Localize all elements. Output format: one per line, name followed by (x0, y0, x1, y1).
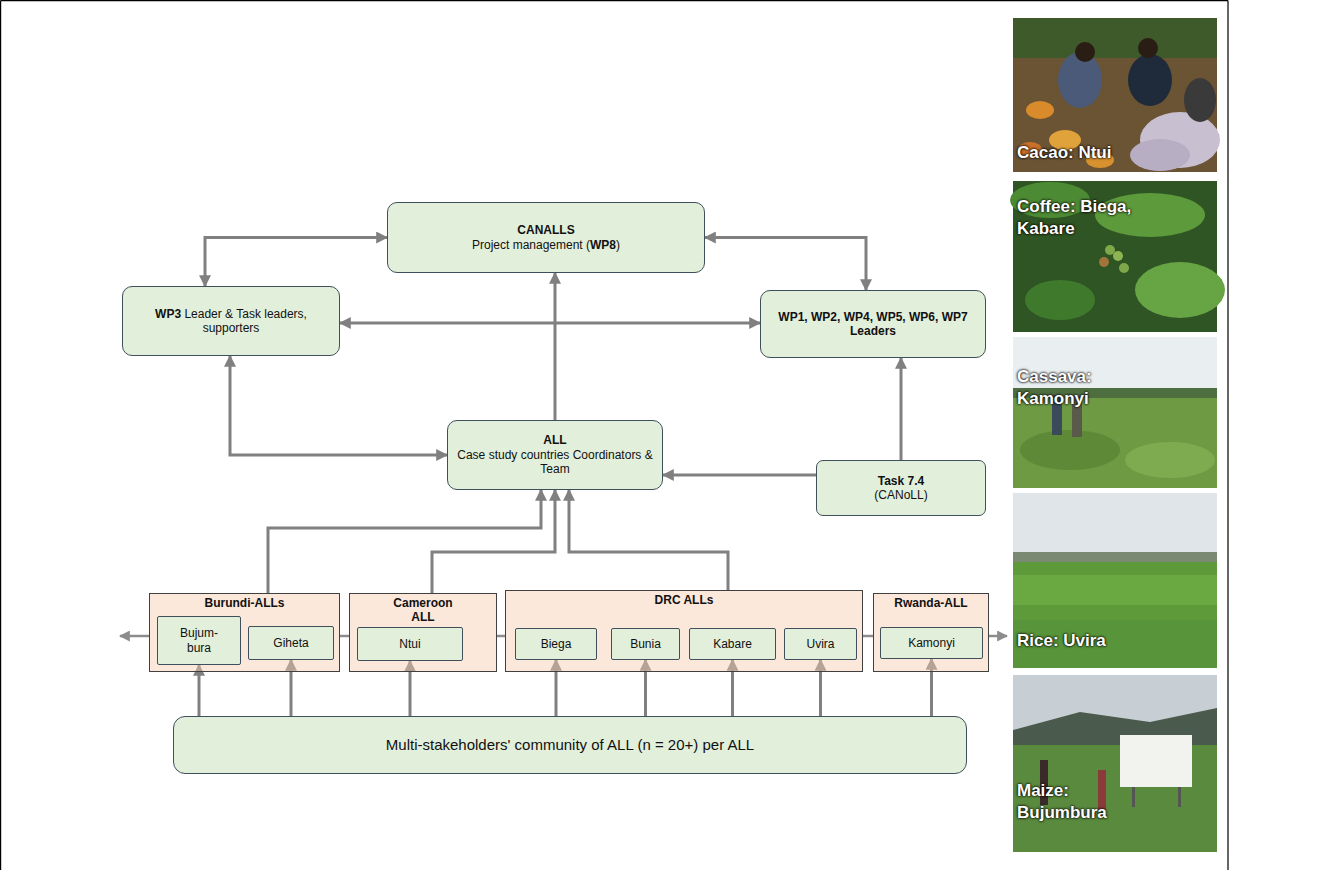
living-lab-site: Biega (515, 628, 597, 660)
photo-rice (1013, 493, 1217, 668)
photo-cassava (1013, 337, 1217, 488)
box-label: ALL (543, 433, 566, 447)
country-group: Burundi-ALLsBujum- bura Giheta (149, 593, 340, 672)
group-heading: Rwanda-ALL (874, 594, 988, 611)
photo-cacao (1013, 18, 1220, 172)
country-group: DRC ALLsBiega Bunia Kabare Uvira (505, 590, 863, 672)
work-package-box: WP3 Leader & Task leaders, supporters (122, 286, 340, 356)
photo-caption: Maize: Bujumbura (1017, 780, 1127, 824)
living-lab-site: Giheta (248, 626, 334, 660)
connector-arrow (569, 490, 728, 590)
box-label: Task 7.4 (878, 474, 924, 488)
community-box: Multi-stakeholders' community of ALL (n … (173, 716, 967, 774)
connector-arrow (554, 273, 557, 420)
work-package-box: WP1, WP2, WP4, WP5, WP6, WP7 Leaders (760, 290, 986, 358)
photo-caption: Cassava: Kamonyi (1017, 366, 1117, 410)
box-label: Bunia (630, 637, 661, 651)
living-lab-box: ALLCase study countries Coordinators & T… (447, 420, 663, 490)
photo-caption: Rice: Uvira (1017, 630, 1167, 652)
photo-caption: Coffee: Biega, Kabare (1017, 196, 1157, 240)
box-subtext: Case study countries Coordinators & Team (454, 448, 656, 477)
box-label: Multi-stakeholders' community of ALL (n … (386, 736, 754, 754)
living-lab-site: Uvira (784, 628, 857, 660)
group-heading: Burundi-ALLs (150, 594, 339, 611)
connector-arrow (900, 358, 903, 460)
box-label: Biega (541, 637, 572, 651)
living-lab-site: Kamonyi (880, 627, 983, 659)
box-label: Kamonyi (908, 636, 955, 650)
living-lab-site: Bunia (611, 628, 680, 660)
box-label: CANALLS (517, 223, 574, 237)
photo-maize (1013, 675, 1217, 852)
living-lab-site: Kabare (689, 628, 776, 660)
connector-arrow (663, 474, 816, 477)
connector-arrow (230, 356, 447, 455)
box-subtext: Project management (WP8) (472, 238, 620, 252)
frame (1, 1, 1228, 870)
box-label: Ntui (399, 637, 420, 651)
connector-arrow (268, 490, 541, 593)
task-box: Task 7.4(CANoLL) (816, 460, 986, 516)
connector-arrow (205, 238, 387, 287)
connector-arrow (198, 665, 201, 716)
group-heading: DRC ALLs (506, 591, 862, 608)
country-group: Rwanda-ALL Kamonyi (873, 593, 989, 672)
box-label: Bujum- bura (174, 626, 224, 655)
country-group: Cameroon ALL Ntui (349, 593, 497, 672)
box-label: Kabare (713, 637, 752, 651)
living-lab-site: Ntui (357, 627, 463, 661)
group-heading: Cameroon ALL (387, 594, 459, 625)
box-label: WP1, WP2, WP4, WP5, WP6, WP7 Leaders (767, 310, 979, 339)
box-label: WP3 Leader & Task leaders, supporters (129, 307, 333, 336)
photo-coffee (1010, 181, 1225, 332)
box-subtext: (CANoLL) (874, 488, 927, 502)
connector-arrow (705, 238, 866, 291)
box-label: Giheta (273, 636, 308, 650)
connector-arrow (340, 322, 760, 325)
management-box: CANALLSProject management (WP8) (387, 202, 705, 273)
photo-caption: Cacao: Ntui (1017, 142, 1217, 164)
living-lab-site: Bujum- bura (157, 616, 241, 665)
box-label: Uvira (806, 637, 834, 651)
connector-arrow (432, 490, 555, 593)
